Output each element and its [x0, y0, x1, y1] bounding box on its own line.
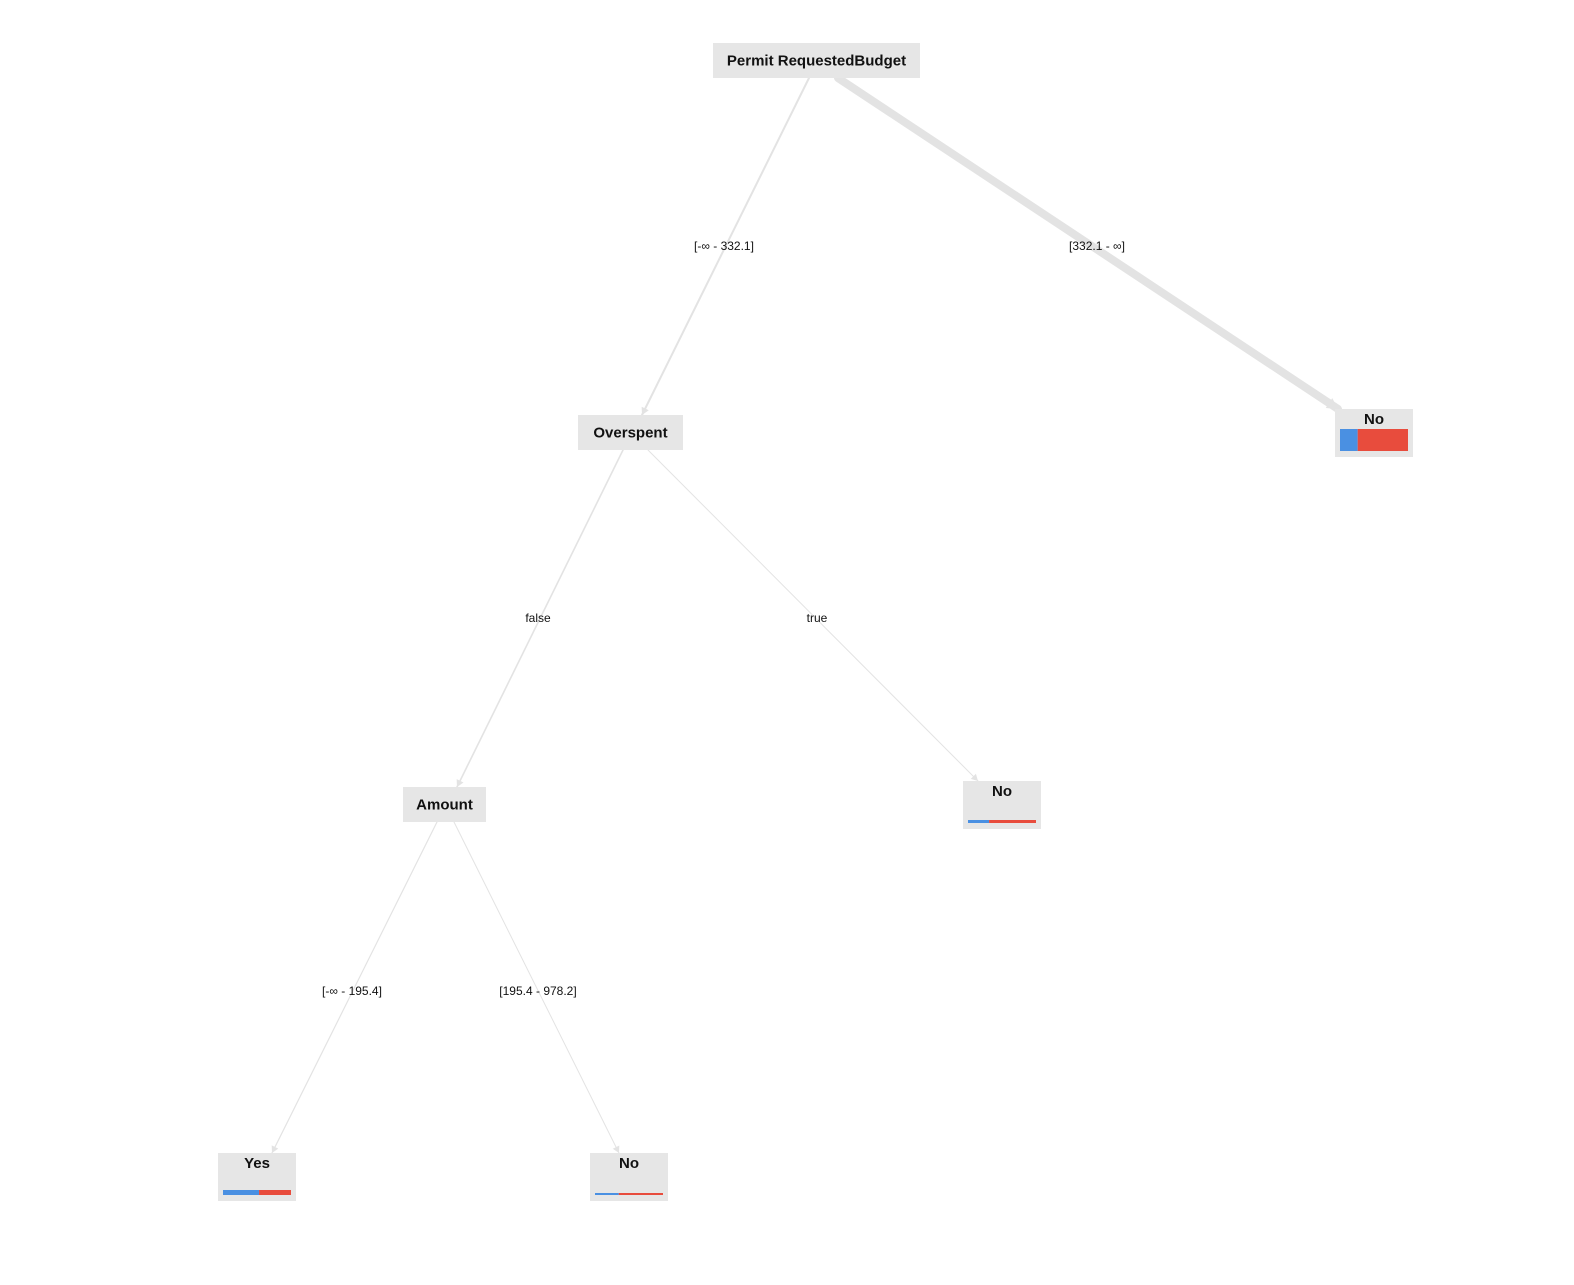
node-box: [403, 787, 486, 822]
edge-arrowhead: [612, 1145, 620, 1153]
edge-root-to-leaf_right: [834, 74, 1342, 413]
node-box: [713, 43, 920, 78]
node-label: Overspent: [593, 424, 667, 441]
class-bar-yes: [223, 1190, 260, 1195]
leaf-node[interactable]: No: [963, 781, 1041, 829]
edge-overspent-to-amount: [456, 449, 624, 788]
node-label: Permit RequestedBudget: [727, 52, 906, 69]
nodes-layer: Permit RequestedBudgetOverspentNoAmountN…: [218, 43, 1413, 1201]
node-label: Amount: [416, 796, 473, 813]
edge-label: true: [807, 611, 828, 625]
class-bar-yes: [595, 1193, 619, 1195]
split-node[interactable]: Amount: [403, 787, 486, 822]
edge-root-to-overspent: [641, 77, 810, 416]
leaf-node[interactable]: No: [590, 1153, 668, 1201]
split-node[interactable]: Permit RequestedBudget: [713, 43, 920, 78]
class-bar-no: [618, 1193, 663, 1195]
edge-overspent-to-leaf_true: [647, 449, 979, 782]
leaf-class-label: No: [1364, 411, 1384, 428]
edge-arrowhead: [1325, 398, 1338, 409]
leaf-node[interactable]: No: [1335, 409, 1413, 457]
split-node[interactable]: Overspent: [578, 415, 683, 450]
class-bar-yes: [1340, 429, 1358, 451]
edge-arrowhead: [271, 1145, 279, 1153]
edge-amount-to-leaf_no_bottom: [453, 821, 620, 1154]
leaf-node[interactable]: Yes: [218, 1153, 296, 1201]
leaf-class-label: Yes: [244, 1155, 270, 1172]
edge-label: [-∞ - 332.1]: [694, 239, 754, 253]
leaf-class-label: No: [619, 1155, 639, 1172]
edge-label: [195.4 - 978.2]: [499, 984, 576, 998]
edge-arrowhead: [970, 773, 978, 781]
class-bar-no: [1357, 429, 1408, 451]
class-bar-no: [989, 820, 1036, 823]
edge-label: [-∞ - 195.4]: [322, 984, 382, 998]
edge-arrowhead: [641, 406, 649, 415]
edge-label: [332.1 - ∞]: [1069, 239, 1125, 253]
node-box: [578, 415, 683, 450]
class-bar-yes: [968, 820, 990, 823]
edge-arrowhead: [456, 779, 464, 787]
edges-layer: [271, 74, 1342, 1154]
edge-amount-to-leaf_yes: [271, 821, 438, 1154]
edge-label: false: [525, 611, 551, 625]
leaf-class-label: No: [992, 783, 1012, 800]
edge-labels-layer: [-∞ - 332.1] [332.1 - ∞] false true [-∞ - 19…: [322, 239, 1125, 998]
class-bar-no: [259, 1190, 291, 1195]
